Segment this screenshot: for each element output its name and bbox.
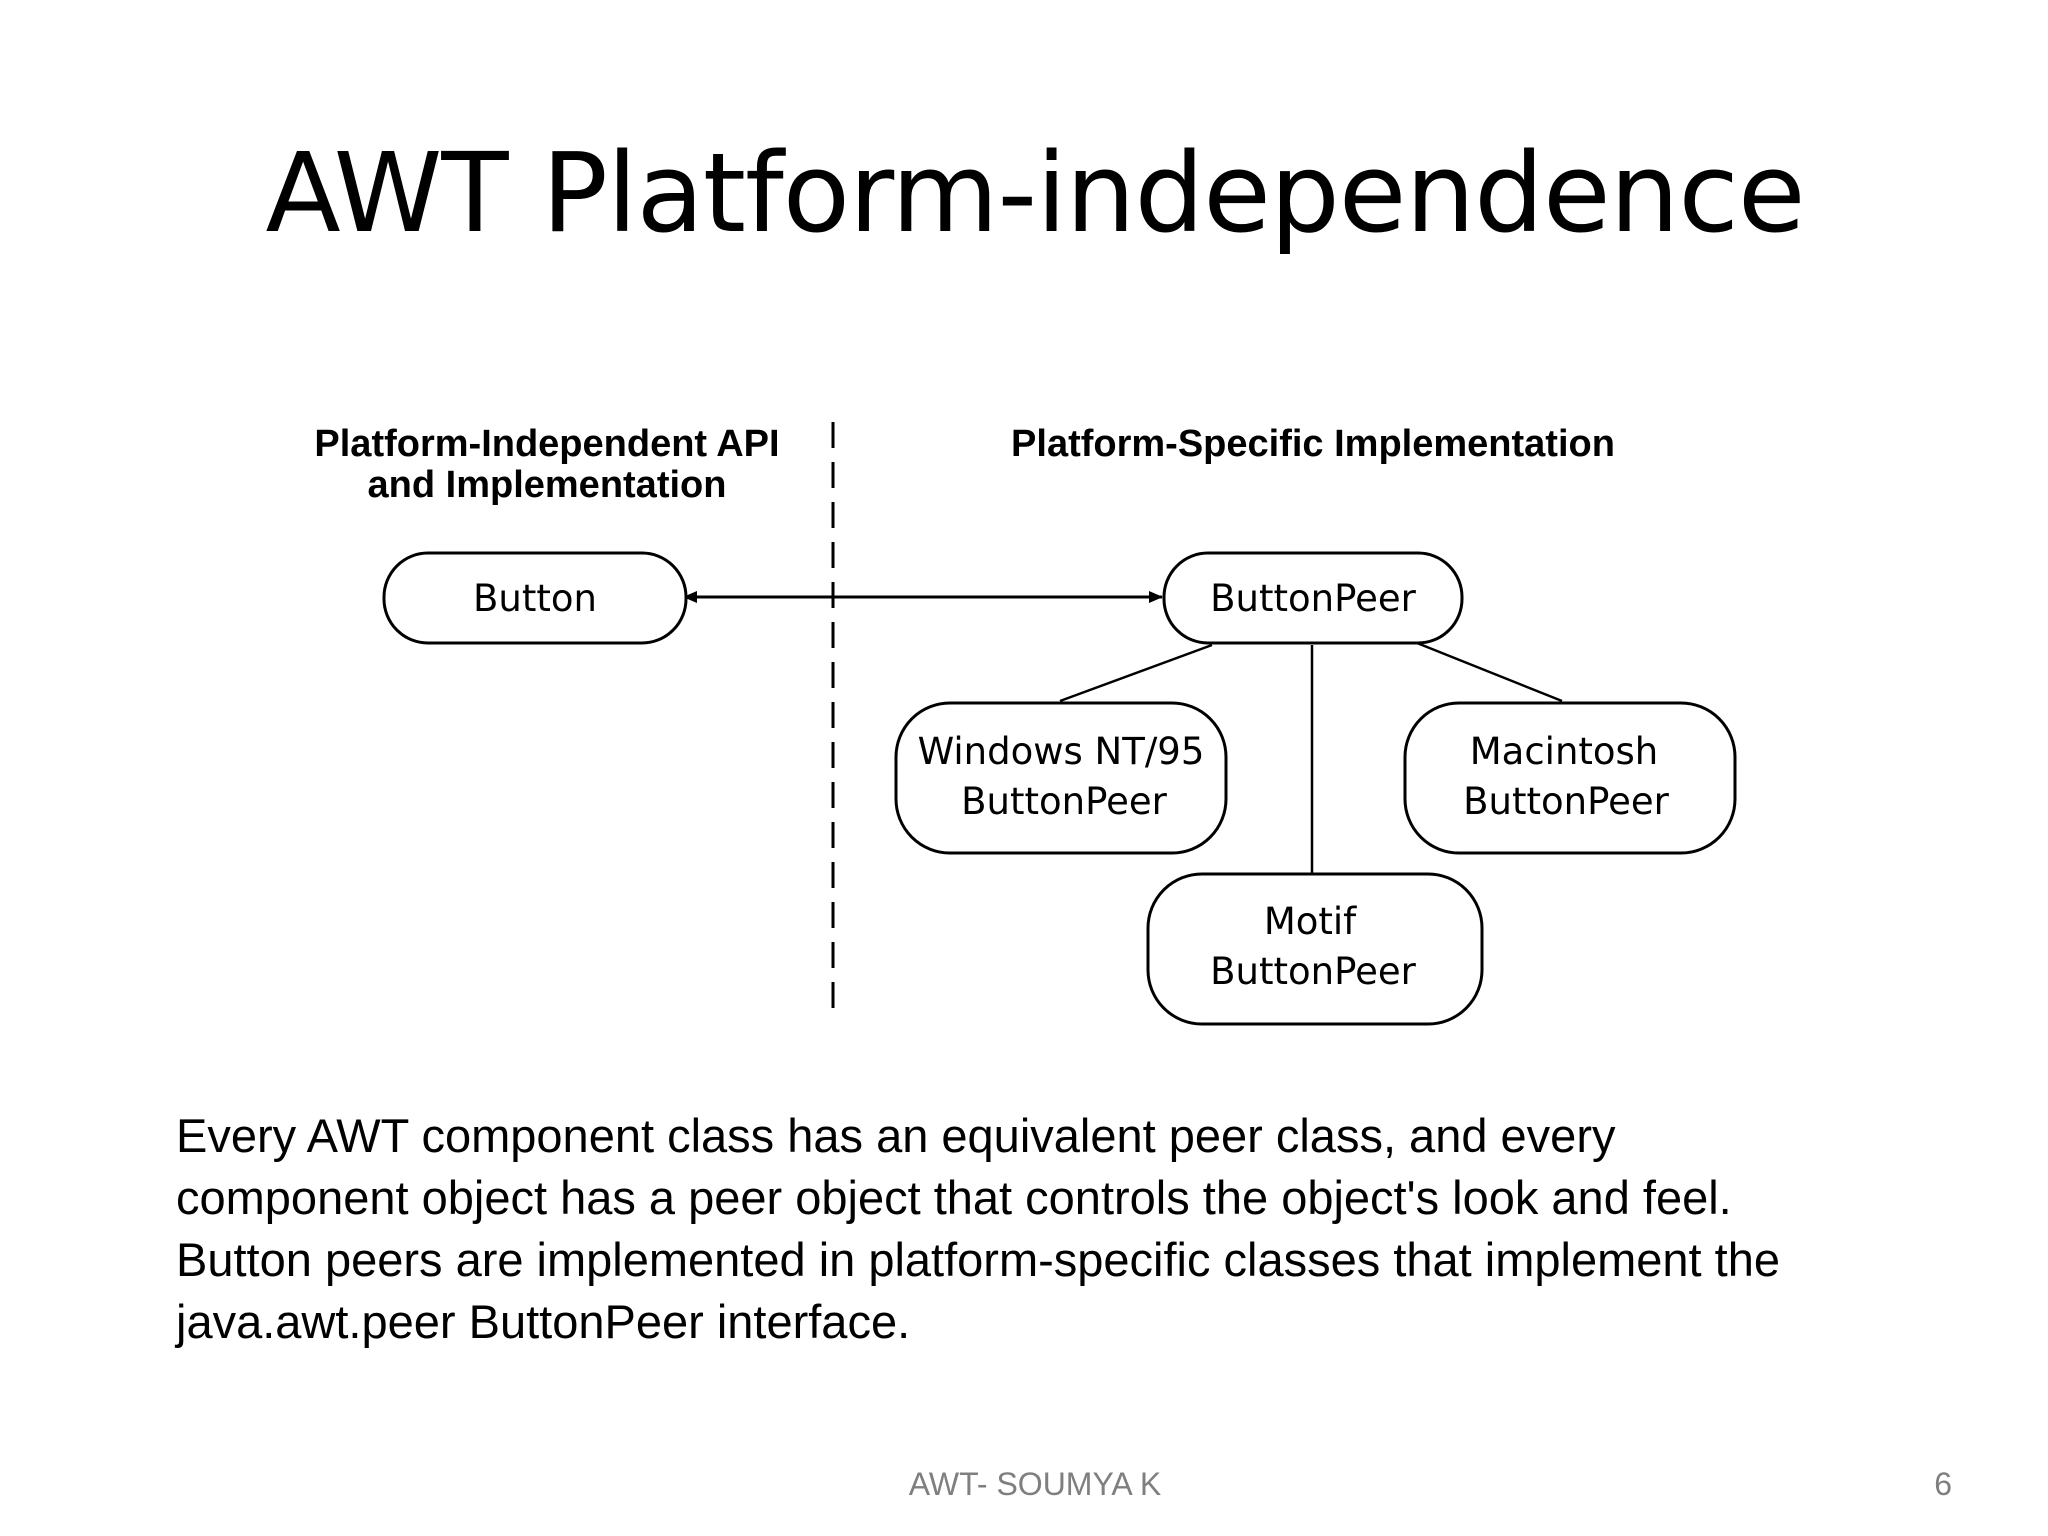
motif-node-label-line-2: ButtonPeer [1210, 950, 1416, 993]
windows-buttonpeer-node: Windows NT/95 ButtonPeer [894, 701, 1228, 855]
buttonpeer-node-label: ButtonPeer [1210, 577, 1416, 620]
left-heading-line-2: and Implementation [368, 464, 727, 506]
peer-to-windows-connector [1059, 643, 1213, 703]
slide-body: Every AWT component class has an equival… [176, 1105, 1826, 1353]
macintosh-buttonpeer-node: Macintosh ButtonPeer [1403, 701, 1737, 855]
page-number: 6 [1934, 1466, 1952, 1502]
button-node: Button [382, 551, 688, 645]
motif-node-label-line-1: Motif [1264, 900, 1357, 943]
right-heading: Platform-Specific Implementation [1011, 423, 1615, 465]
peer-to-macintosh-connector [1411, 639, 1563, 703]
motif-buttonpeer-node: Motif ButtonPeer [1146, 872, 1484, 1026]
macintosh-node-label-line-2: ButtonPeer [1463, 780, 1669, 823]
footer-author: AWT- SOUMYA K [908, 1466, 1162, 1502]
body-paragraph-2: Button peers are implemented in platform… [176, 1233, 1780, 1348]
slide-title: AWT Platform-independence [265, 129, 1805, 257]
left-heading-line-1: Platform-Independent API [314, 423, 779, 465]
button-node-label: Button [473, 577, 597, 620]
windows-node-label-line-1: Windows NT/95 [918, 730, 1205, 773]
macintosh-node-label-line-1: Macintosh [1470, 730, 1659, 773]
body-paragraph-1: Every AWT component class has an equival… [176, 1109, 1732, 1224]
windows-node-label-line-2: ButtonPeer [961, 780, 1167, 823]
buttonpeer-node: ButtonPeer [1162, 551, 1464, 645]
